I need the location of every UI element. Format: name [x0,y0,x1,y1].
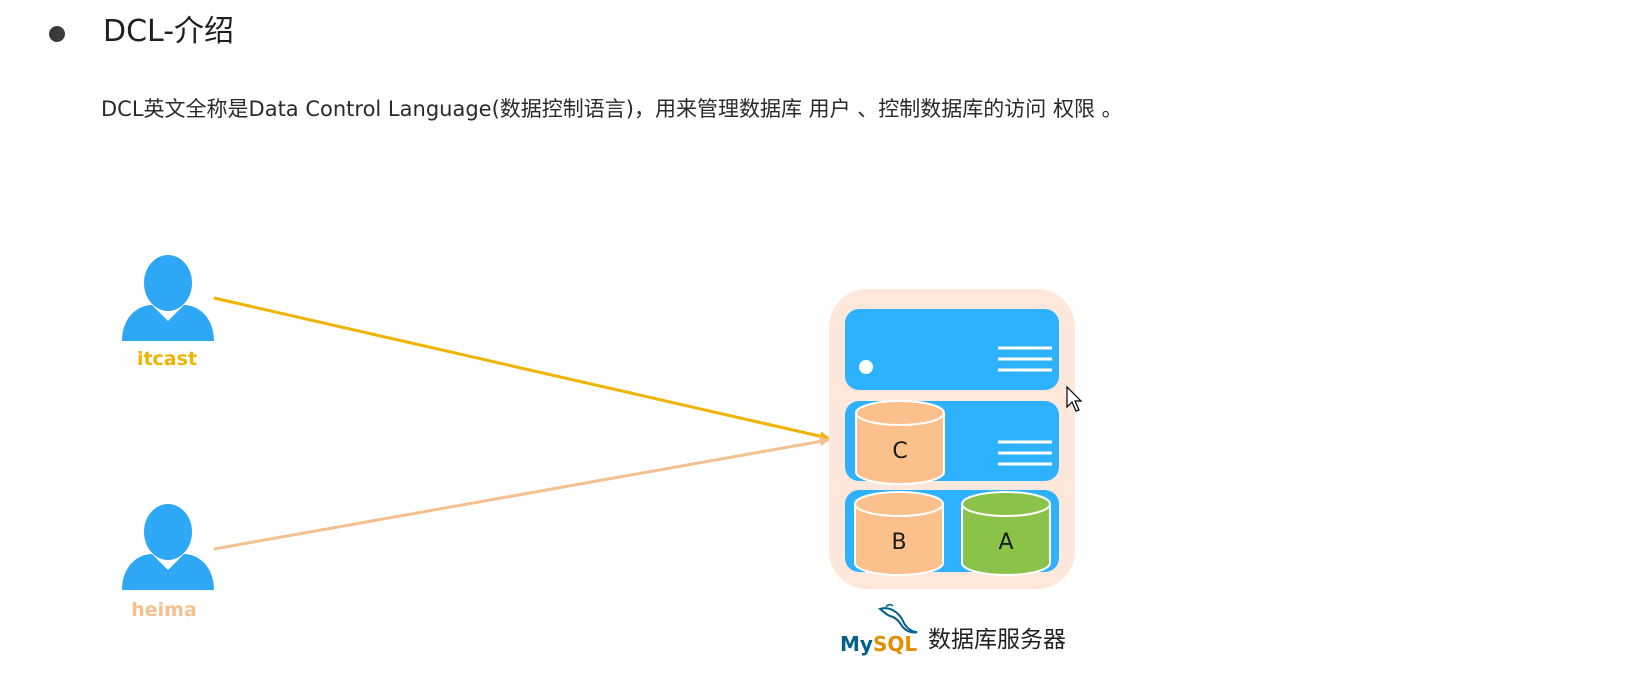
mysql-logo-sql: SQL [872,632,918,656]
server-rack [845,309,1059,390]
user-label-itcast: itcast [136,348,198,370]
mouse-cursor-icon [1066,385,1083,412]
database-cylinder-c: C [855,400,945,485]
access-arrow-itcast [213,296,830,442]
user-icon [122,255,214,341]
access-arrow-heima [213,436,830,551]
database-server: C B A [829,289,1075,589]
database-label: B [891,530,906,555]
database-cylinder-a: A [961,491,1051,576]
intro-paragraph: DCL英文全称是Data Control Language(数据控制语言)，用来… [101,97,1123,121]
user-icon [122,504,214,590]
bullet-point [49,26,65,42]
mysql-logo: MySQL [840,631,917,657]
page-title: DCL-介绍 [103,14,235,49]
database-label: C [892,439,907,464]
mysql-logo-my: My [840,632,873,656]
database-label: A [998,530,1013,555]
database-cylinder-b: B [854,491,944,576]
server-caption: 数据库服务器 [928,627,1066,653]
user-label-heima: heima [131,599,197,621]
mysql-dolphin-icon [877,603,918,634]
